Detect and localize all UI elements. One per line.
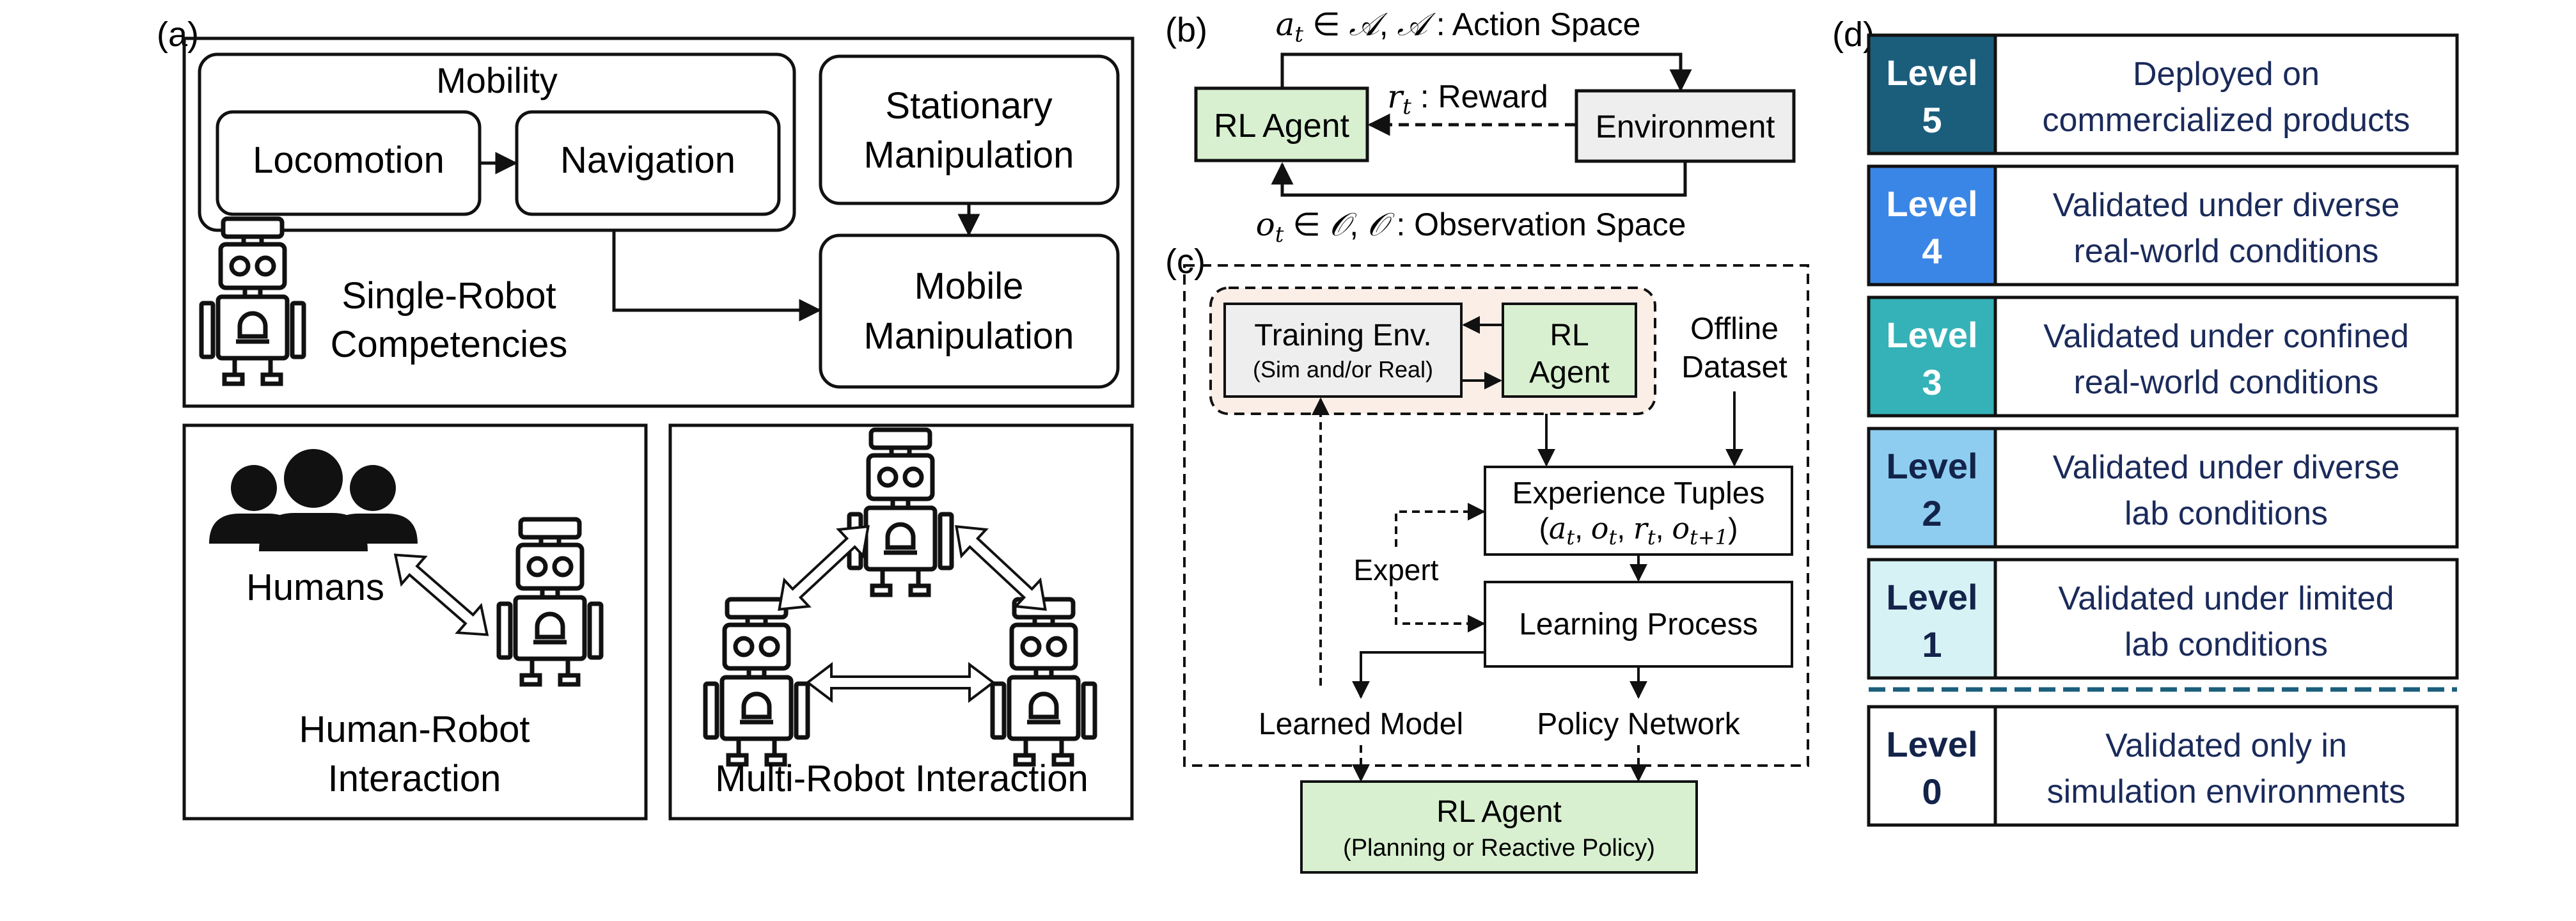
training-env-label-1: Training Env. xyxy=(1254,319,1431,352)
stationary-manipulation-box xyxy=(819,54,1120,205)
level-word: Level xyxy=(1886,52,1977,93)
training-env-box xyxy=(1223,303,1463,398)
environment-label: Environment xyxy=(1596,109,1775,145)
mobile-manipulation-box xyxy=(819,233,1120,389)
learning-process-box xyxy=(1484,581,1793,668)
final-rl-agent-box xyxy=(1300,780,1698,874)
level-number: 0 xyxy=(1922,771,1942,812)
rl-agent-small-label-1: RL xyxy=(1550,319,1589,352)
humans-label: Humans xyxy=(246,567,384,608)
pipeline-dashed-frame xyxy=(1183,264,1809,767)
double-arrow-human-robot xyxy=(393,553,489,636)
level-description-2: lab conditions xyxy=(2124,495,2328,532)
expert-to-learning-arrow xyxy=(1395,592,1486,633)
rl-agent-small-label-2: Agent xyxy=(1529,356,1609,390)
hri-label-1: Human-Robot xyxy=(299,709,530,750)
locomotion-label: Locomotion xyxy=(253,139,444,181)
rl-agent-label: RL Agent xyxy=(1214,107,1350,145)
multi-robot-frame xyxy=(668,423,1134,821)
level-description-1: Validated under limited xyxy=(2058,580,2394,617)
panel-b: (b) at ∈ 𝒜, 𝒜 : Action Space RL Agent En… xyxy=(1165,6,1796,248)
robot-icon-left xyxy=(705,599,808,764)
double-arrow-left-right xyxy=(805,661,996,704)
level-description-2: real-world conditions xyxy=(2074,233,2379,270)
level-description-1: Deployed on xyxy=(2133,56,2320,93)
robot-icon-top xyxy=(849,430,952,595)
level-badge xyxy=(1867,705,1997,827)
arrow-learning-to-model xyxy=(1352,651,1485,699)
panel-b-label: (b) xyxy=(1165,11,1207,49)
learned-model-label: Learned Model xyxy=(1259,707,1463,741)
level-description-1: Validated under confined xyxy=(2043,318,2408,355)
reward-label: rt : Reward xyxy=(1387,78,1548,120)
multi-robot-label: Multi-Robot Interaction xyxy=(715,758,1088,799)
single-robot-label-2: Competencies xyxy=(331,324,568,365)
rl-agent-box xyxy=(1194,86,1369,162)
robot-icon-single xyxy=(201,219,304,384)
level-description-2: simulation environments xyxy=(2047,773,2406,810)
single-robot-frame xyxy=(182,36,1135,408)
mobility-label: Mobility xyxy=(436,60,558,100)
mobile-label-2: Manipulation xyxy=(864,315,1074,357)
level-description-2: lab conditions xyxy=(2124,626,2328,663)
level-number: 1 xyxy=(1922,624,1942,665)
level-badge xyxy=(1867,33,1997,155)
level-number: 3 xyxy=(1922,362,1942,402)
level-word: Level xyxy=(1886,184,1977,224)
panel-c: (c) Training Env. (Sim and/or Real) RL A… xyxy=(1165,242,1809,874)
level-word: Level xyxy=(1886,446,1977,486)
single-robot-label-1: Single-Robot xyxy=(342,275,556,317)
double-arrow-top-left xyxy=(778,524,870,611)
expert-to-experience-arrow xyxy=(1395,503,1486,547)
hri-frame xyxy=(182,423,648,821)
level-number: 4 xyxy=(1922,231,1942,271)
stationary-label-2: Manipulation xyxy=(864,134,1074,176)
action-space-label: at ∈ 𝒜, 𝒜 : Action Space xyxy=(1276,6,1641,47)
level-description-1: Validated under diverse xyxy=(2053,187,2400,224)
level-word: Level xyxy=(1886,315,1977,355)
stationary-label-1: Stationary xyxy=(885,85,1052,127)
offline-dataset-label-2: Dataset xyxy=(1681,350,1787,384)
offline-dataset-label-1: Offline xyxy=(1690,312,1779,346)
level-badge xyxy=(1867,558,1997,680)
observation-space-label: ot ∈ 𝒪, 𝒪 : Observation Space xyxy=(1256,206,1686,248)
robot-icon-hri xyxy=(499,519,601,684)
level-badge xyxy=(1867,164,1997,287)
level-description-2: commercialized products xyxy=(2042,102,2410,139)
arrow-environment-to-agent xyxy=(1271,161,1687,197)
level-badge xyxy=(1867,295,1997,418)
level-list: Level 5 Deployed on commercialized products… xyxy=(1867,33,2459,827)
policy-network-label: Policy Network xyxy=(1537,707,1740,741)
learning-process-label: Learning Process xyxy=(1519,608,1758,642)
humans-icon xyxy=(209,449,418,551)
arrow-mobility-to-mobile xyxy=(612,230,822,322)
level-number: 5 xyxy=(1922,100,1942,140)
rl-agent-small-box xyxy=(1502,303,1637,398)
level-description-2: real-world conditions xyxy=(2074,364,2379,401)
experience-tuples-label: Experience Tuples xyxy=(1512,476,1765,510)
level-description-1: Validated under diverse xyxy=(2053,449,2400,486)
robot-icon-right xyxy=(993,599,1095,764)
double-arrow-top-right xyxy=(955,524,1047,611)
experience-tuple-formula: (at, ot, rt, ot+1) xyxy=(1539,511,1738,549)
final-rl-agent-label-1: RL Agent xyxy=(1436,795,1562,829)
level-word: Level xyxy=(1886,724,1977,764)
level-badge xyxy=(1867,427,1997,549)
hri-label-2: Interaction xyxy=(328,758,501,799)
expert-label: Expert xyxy=(1354,553,1439,586)
level-number: 2 xyxy=(1922,493,1942,533)
level-word: Level xyxy=(1886,577,1977,617)
mobile-label-1: Mobile xyxy=(915,265,1024,307)
final-rl-agent-label-2: (Planning or Reactive Policy) xyxy=(1343,835,1655,862)
navigation-label: Navigation xyxy=(560,139,735,181)
arrow-agent-to-environment xyxy=(1280,52,1692,104)
experience-tuples-box xyxy=(1484,466,1793,556)
training-env-label-2: (Sim and/or Real) xyxy=(1253,356,1433,382)
panel-a: (a) Mobility Locomotion Navigation Stati… xyxy=(157,15,1135,821)
panel-a-label: (a) xyxy=(157,15,199,54)
level-description-1: Validated only in xyxy=(2105,727,2347,764)
